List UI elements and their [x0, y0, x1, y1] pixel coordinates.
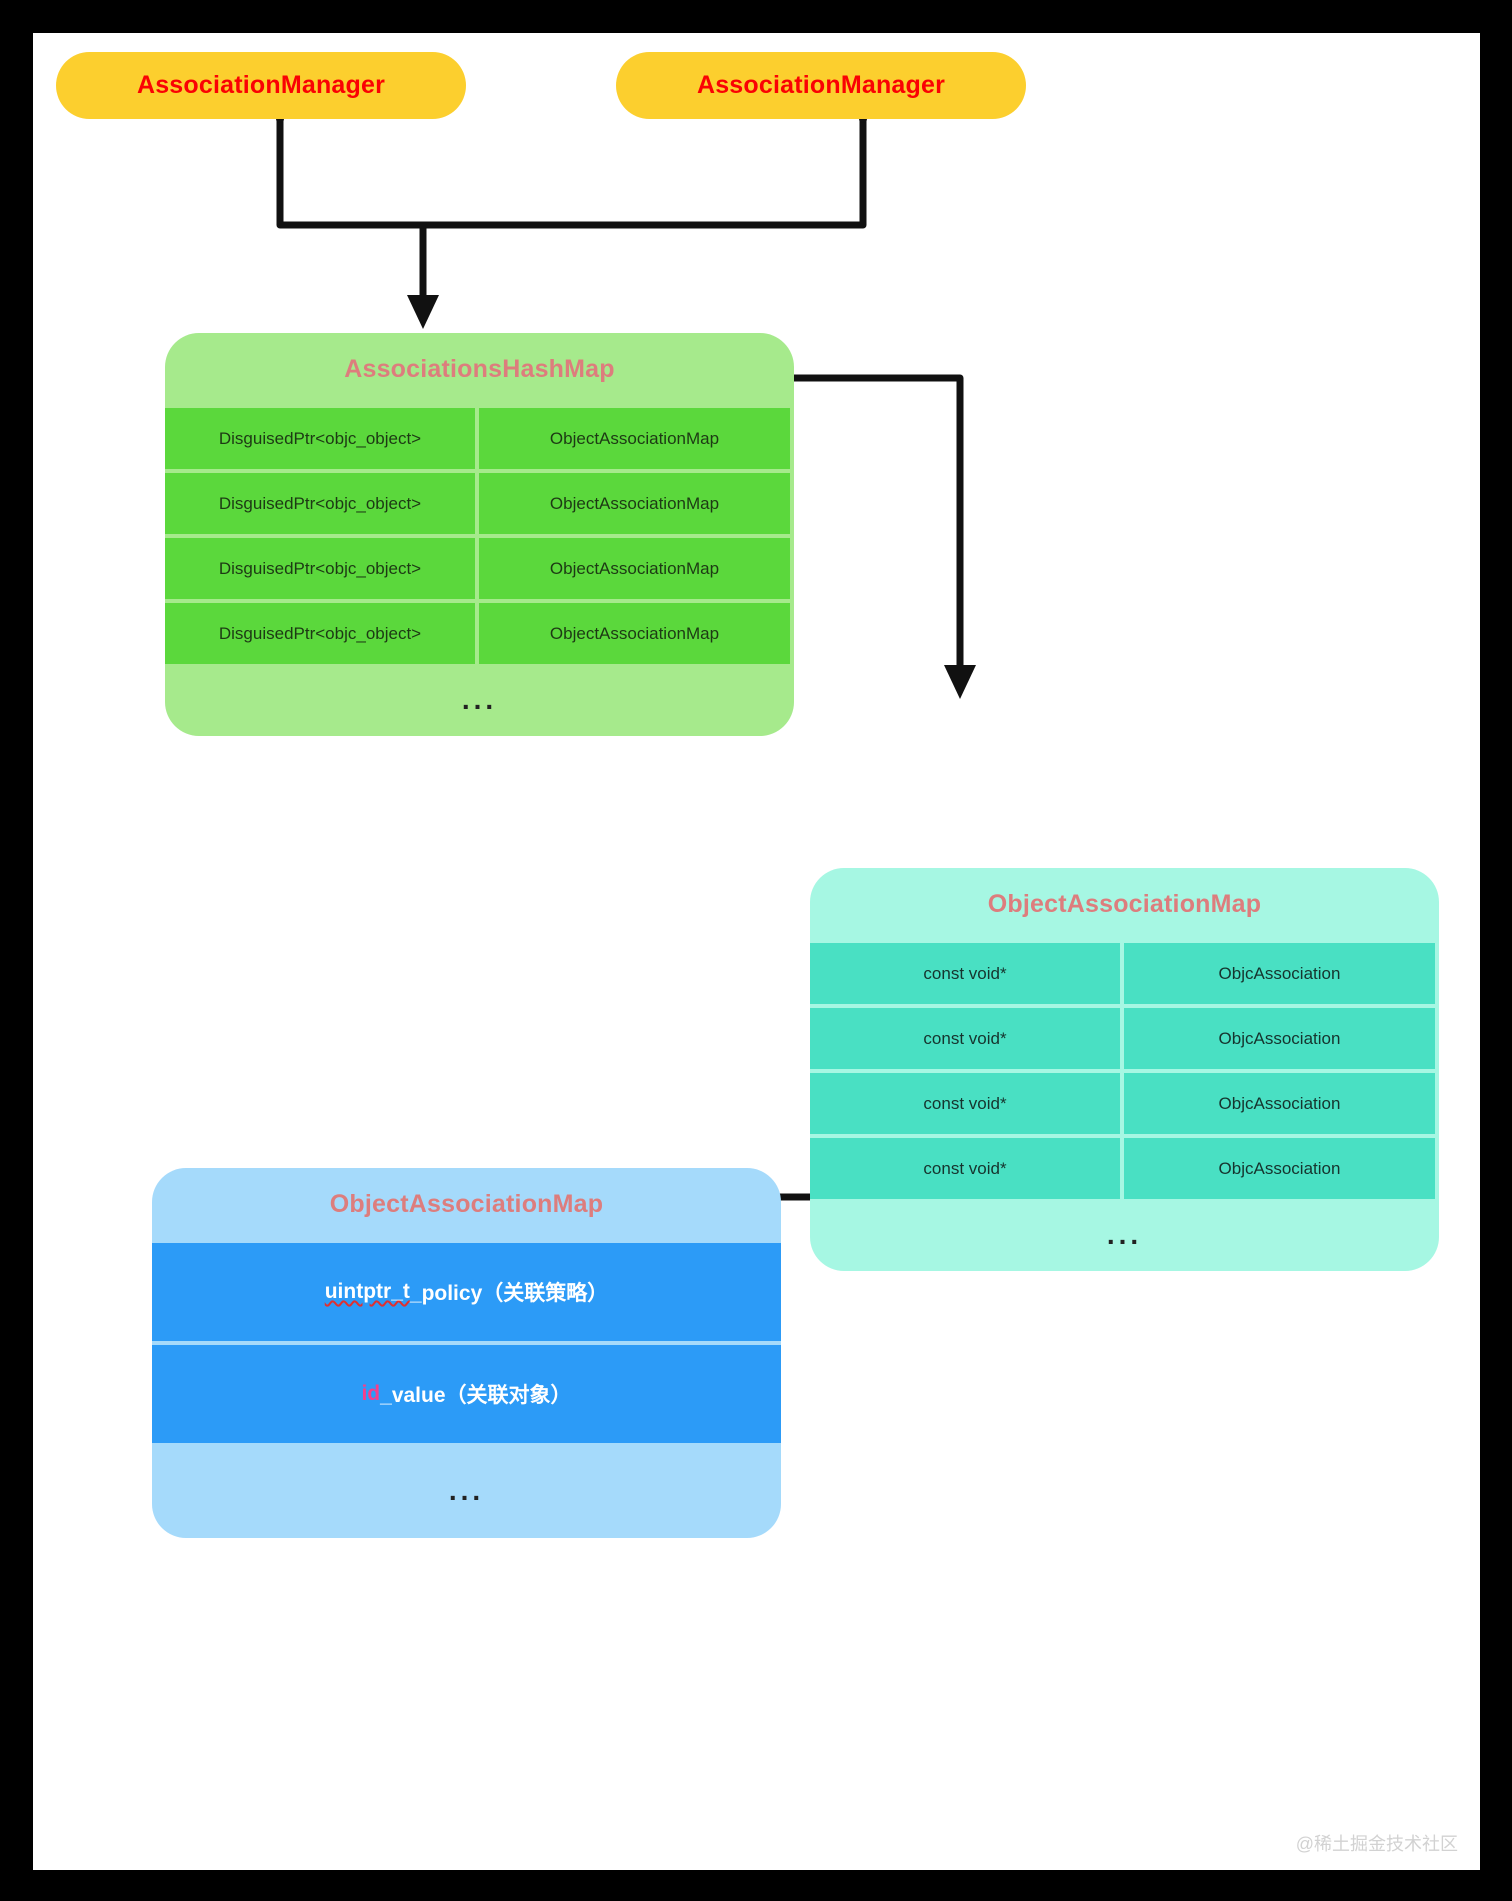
- assocmap-key-cell: const void*: [810, 1008, 1120, 1069]
- hashmap-value-cell: ObjectAssociationMap: [479, 408, 790, 469]
- object-association-detail-title: ObjectAssociationMap: [329, 1190, 604, 1218]
- object-association-map-title: ObjectAssociationMap: [987, 890, 1262, 918]
- table-row[interactable]: DisguisedPtr<objc_object> ObjectAssociat…: [165, 473, 794, 534]
- hashmap-value-cell: ObjectAssociationMap: [479, 538, 790, 599]
- table-row[interactable]: const void* ObjcAssociation: [810, 943, 1439, 1004]
- association-manager-node-2[interactable]: AssociationManager: [616, 52, 1026, 119]
- associations-hashmap-rows: DisguisedPtr<objc_object> ObjectAssociat…: [165, 408, 794, 664]
- hashmap-value-cell: ObjectAssociationMap: [479, 603, 790, 664]
- policy-row[interactable]: uintptr_t _policy（关联策略）: [152, 1243, 781, 1341]
- hashmap-value-cell: ObjectAssociationMap: [479, 473, 790, 534]
- table-row[interactable]: DisguisedPtr<objc_object> ObjectAssociat…: [165, 538, 794, 599]
- table-row[interactable]: const void* ObjcAssociation: [810, 1008, 1439, 1069]
- assocmap-key-cell: const void*: [810, 943, 1120, 1004]
- object-association-detail-rows: uintptr_t _policy（关联策略） id _value（关联对象）: [152, 1243, 781, 1443]
- assocmap-ellipsis: ...: [1106, 1219, 1143, 1250]
- value-row[interactable]: id _value（关联对象）: [152, 1345, 781, 1443]
- object-association-map-rows: const void* ObjcAssociation const void* …: [810, 943, 1439, 1199]
- table-row[interactable]: DisguisedPtr<objc_object> ObjectAssociat…: [165, 408, 794, 469]
- assocmap-key-cell: const void*: [810, 1073, 1120, 1134]
- assocmap-value-cell: ObjcAssociation: [1124, 943, 1435, 1004]
- object-association-map-card[interactable]: ObjectAssociationMap const void* ObjcAss…: [810, 868, 1439, 1271]
- table-row[interactable]: const void* ObjcAssociation: [810, 1073, 1439, 1134]
- association-manager-label-1: AssociationManager: [136, 71, 386, 99]
- detail-ellipsis: ...: [448, 1474, 485, 1506]
- assocmap-value-cell: ObjcAssociation: [1124, 1073, 1435, 1134]
- associations-hashmap-card[interactable]: AssociationsHashMap DisguisedPtr<objc_ob…: [165, 333, 794, 736]
- hashmap-key-cell: DisguisedPtr<objc_object>: [165, 538, 475, 599]
- hashmap-key-cell: DisguisedPtr<objc_object>: [165, 603, 475, 664]
- association-manager-node-1[interactable]: AssociationManager: [56, 52, 466, 119]
- table-row[interactable]: const void* ObjcAssociation: [810, 1138, 1439, 1199]
- policy-rest: _policy（关联策略）: [409, 1282, 609, 1305]
- associations-hashmap-title: AssociationsHashMap: [344, 355, 615, 383]
- table-row[interactable]: DisguisedPtr<objc_object> ObjectAssociat…: [165, 603, 794, 664]
- assocmap-key-cell: const void*: [810, 1138, 1120, 1199]
- wire-managers-to-hashmap: [276, 114, 867, 329]
- hashmap-ellipsis: ...: [461, 684, 498, 715]
- value-rest: _value（关联对象）: [380, 1384, 572, 1407]
- value-type: id: [361, 1382, 381, 1405]
- watermark: @稀土掘金技术社区: [1295, 1834, 1458, 1854]
- policy-type: uintptr_t: [324, 1280, 410, 1303]
- object-association-detail-card[interactable]: ObjectAssociationMap uintptr_t _policy（关…: [152, 1168, 781, 1538]
- diagram-canvas: AssociationManager AssociationManager As…: [33, 33, 1480, 1870]
- hashmap-key-cell: DisguisedPtr<objc_object>: [165, 473, 475, 534]
- assocmap-value-cell: ObjcAssociation: [1124, 1138, 1435, 1199]
- assocmap-value-cell: ObjcAssociation: [1124, 1008, 1435, 1069]
- hashmap-key-cell: DisguisedPtr<objc_object>: [165, 408, 475, 469]
- association-manager-label-2: AssociationManager: [696, 71, 946, 99]
